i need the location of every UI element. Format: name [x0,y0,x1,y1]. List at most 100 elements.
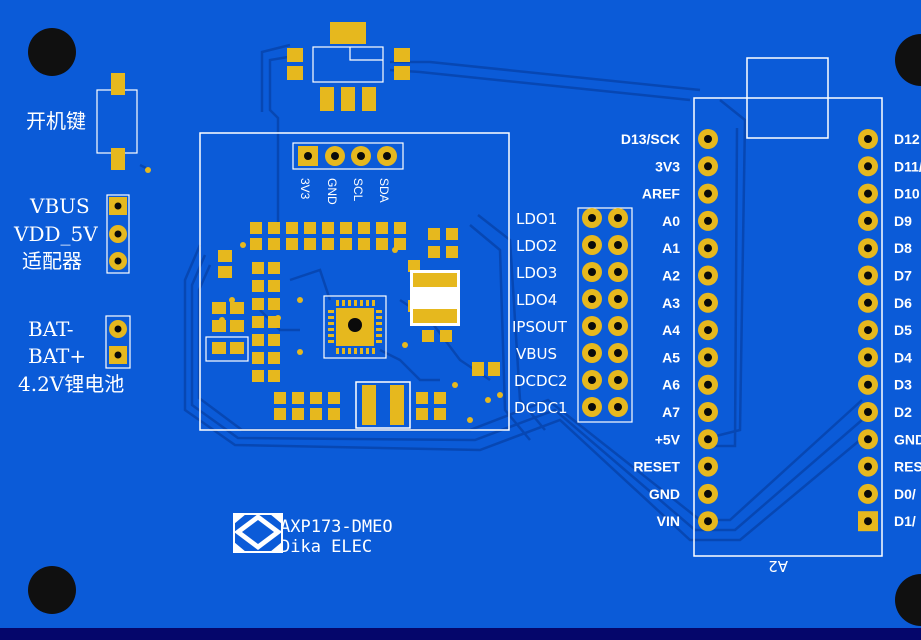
ldo-label-vbus: VBUS [516,345,557,363]
power-button-label: 开机键 [26,109,86,133]
arduino-right-pin-hole [864,489,872,498]
arduino-left-pin-hole [704,216,712,225]
arduino-right-label: D10 [894,186,920,202]
mounting-hole-top-left [28,28,76,76]
arduino-right-pin-hole [864,462,872,471]
ldo-pin-hole [614,214,622,222]
ldo-label-ldo1: LDO1 [516,210,557,228]
arduino-right-pin-hole [864,162,872,171]
i2c-label-gnd: GND [325,178,339,205]
arduino-right-label: D2 [894,404,912,420]
arduino-left-pin-hole [704,298,712,307]
arduino-left-pin-hole [704,271,712,280]
arduino-right-pin-hole [864,326,872,335]
arduino-left-pin-hole [704,489,712,498]
arduino-right-label: D9 [894,213,912,229]
ldo-label-ldo4: LDO4 [516,291,557,309]
arduino-left-pin-hole [704,380,712,389]
ldo-header[interactable] [577,207,633,423]
arduino-module-outline [693,97,883,557]
arduino-right-label: D6 [894,295,912,311]
arduino-left-label: A5 [662,349,680,365]
ldo-pin-hole [588,268,596,276]
arduino-right-pin-hole [864,216,872,225]
input-label-vbus: VBUS [29,194,90,218]
arduino-right-pin-hole [864,408,872,416]
arduino-left-label: A1 [662,240,680,256]
arduino-right-pin-hole [864,189,872,198]
arduino-right-pin-hole [864,380,872,389]
arduino-right-label: GND [894,431,921,447]
arduino-left-pin-hole [704,326,712,335]
dika-logo-icon [233,513,283,553]
arduino-left-pin-hole [704,462,712,471]
battery-header[interactable] [105,315,131,369]
module-designator: A2 [768,557,788,575]
i2c-label-scl: SCL [351,178,365,202]
ldo-header-pins [582,208,628,417]
arduino-left-label: RESET [633,459,680,475]
ldo-label-ldo3: LDO3 [516,264,557,282]
input-header[interactable] [106,194,130,274]
arduino-left-label: A3 [662,295,680,311]
arduino-right-pin-hole [864,353,872,362]
ldo-pin-hole [614,376,622,384]
arduino-left-label: D13/SCK [621,131,680,147]
board-edge [0,628,921,640]
ldo-label-ipsout: IPSOUT [512,318,568,336]
axp173-module-outline [199,132,510,431]
inductor-bottom-footprint [355,381,411,429]
arduino-left-labels: D13/SCK3V3AREFA0A1A2A3A4A5A6A7+5VRESETGN… [621,131,681,529]
arduino-right-label: D1/ [894,513,916,529]
ldo-pin-hole [588,322,596,330]
input-label-vdd5v: VDD_5V [13,222,98,246]
smd-passives [212,222,500,420]
arduino-right-label: D12 [894,131,920,147]
input-label-adapter: 适配器 [22,249,82,273]
ldo-pin-hole [614,268,622,276]
arduino-right-pins [858,129,878,532]
arduino-left-pin-hole [704,517,712,526]
ldo-pin-hole [588,403,596,411]
arduino-left-pin-hole [704,353,712,362]
ldo-pin-hole [614,349,622,357]
arduino-left-pin-hole [704,244,712,253]
mounting-hole-bottom-right [895,574,921,626]
arduino-right-label: RES [894,459,921,475]
arduino-left-pin-hole [704,162,712,171]
ldo-pin-hole [614,403,622,411]
arduino-left-label: A0 [662,213,680,229]
arduino-left-label: GND [649,486,680,502]
arduino-right-label: D3 [894,377,912,393]
ldo-pin-hole [588,214,596,222]
arduino-left-pin-hole [704,435,712,444]
arduino-right-pin-hole [864,244,872,253]
arduino-left-label: VIN [657,513,680,529]
arduino-right-label: D8 [894,240,912,256]
arduino-right-label: D5 [894,322,912,338]
board-name: AXP173-DMEO [280,517,393,537]
arduino-left-label: 3V3 [655,158,680,174]
i2c-header[interactable] [292,142,404,170]
ldo-pin-hole [614,322,622,330]
power-button-footprint[interactable] [96,73,138,170]
battery-label-li: 4.2V锂电池 [18,372,124,396]
ldo-label-dcdc2: DCDC2 [514,372,568,390]
ldo-pin-hole [614,295,622,303]
ldo-pin-hole [588,376,596,384]
ldo-labels: LDO1 LDO2 LDO3 LDO4 IPSOUT VBUS DCDC2 DC… [512,210,568,417]
arduino-left-pins [698,129,718,532]
i2c-label-sda: SDA [377,178,391,203]
mounting-hole-top-right [895,34,921,86]
axp173-chip [323,295,387,359]
arduino-right-pin-hole [864,298,872,307]
arduino-left-pin-hole [704,189,712,198]
maker-name: Dika ELEC [280,537,372,557]
mounting-hole-bottom-left [28,566,76,614]
arduino-right-label: D4 [894,349,912,365]
ldo-pin-hole [588,241,596,249]
arduino-left-label: A2 [662,268,680,284]
